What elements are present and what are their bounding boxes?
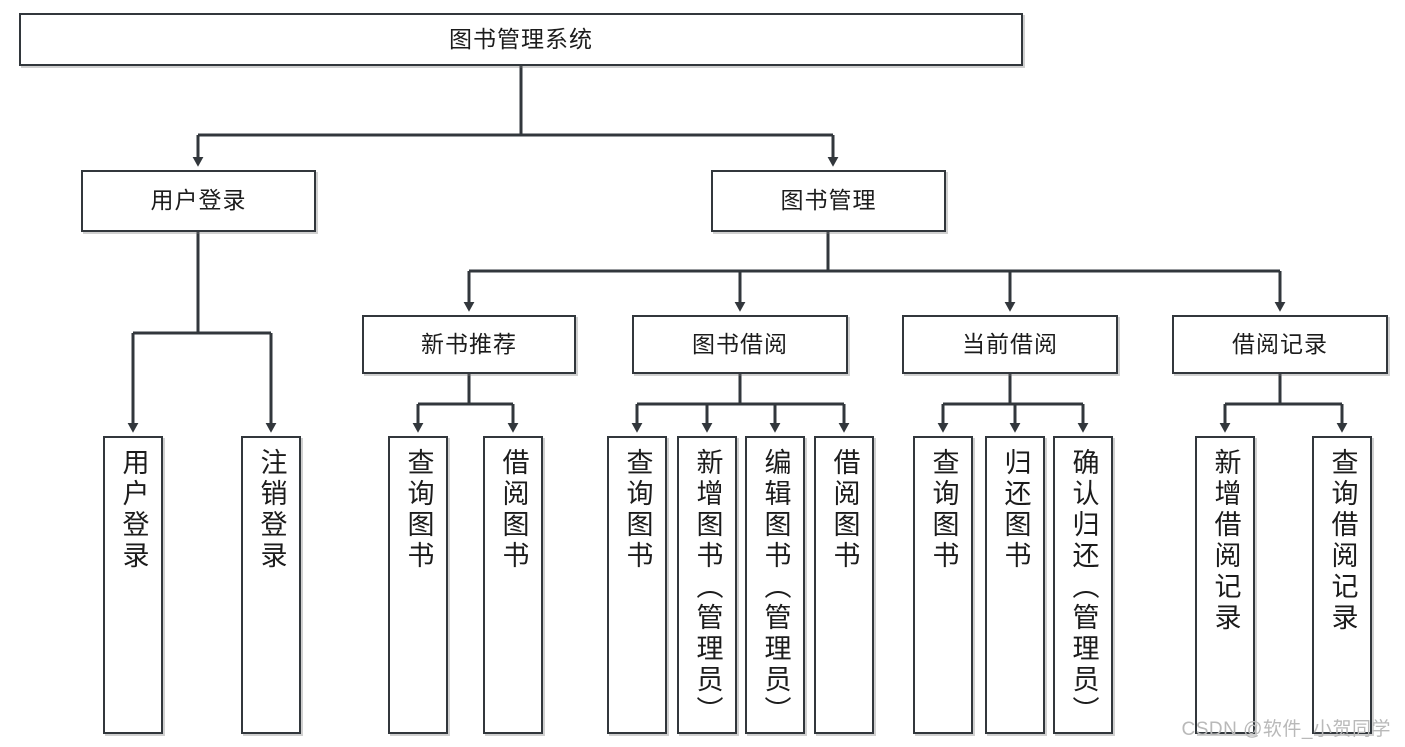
node-book-borrow[interactable]: 图书借阅 — [632, 315, 848, 374]
leaf-logout[interactable]: 注销登录 — [241, 436, 301, 734]
leaf-query-book-current-label: 查询图书 — [928, 448, 959, 572]
leaf-query-book-newbook[interactable]: 查询图书 — [388, 436, 448, 734]
leaf-edit-book-admin[interactable]: 编辑图书（管理员） — [745, 436, 805, 734]
node-book-management-label: 图书管理 — [780, 187, 877, 214]
leaf-lend-book-label: 借阅图书 — [829, 448, 860, 572]
leaf-query-borrow-record[interactable]: 查询借阅记录 — [1312, 436, 1372, 734]
leaf-add-borrow-record-label: 新增借阅记录 — [1210, 448, 1241, 634]
leaf-query-book-borrow-label: 查询图书 — [622, 448, 653, 572]
node-current-borrow-label: 当前借阅 — [962, 330, 1058, 357]
leaf-return-book[interactable]: 归还图书 — [985, 436, 1045, 734]
watermark: CSDN @软件_小贺同学 — [1181, 719, 1391, 740]
leaf-query-borrow-record-label: 查询借阅记录 — [1327, 448, 1358, 634]
leaf-logout-label: 注销登录 — [256, 448, 287, 572]
node-user-login[interactable]: 用户登录 — [81, 170, 316, 232]
leaf-borrow-book-newbook-label: 借阅图书 — [498, 448, 529, 572]
node-book-borrow-label: 图书借阅 — [692, 330, 788, 357]
node-current-borrow[interactable]: 当前借阅 — [902, 315, 1118, 374]
leaf-borrow-book-newbook[interactable]: 借阅图书 — [483, 436, 543, 734]
leaf-return-book-label: 归还图书 — [1000, 448, 1031, 572]
leaf-add-book-admin-label: 新增图书（管理员） — [692, 448, 723, 727]
node-borrow-record-label: 借阅记录 — [1232, 330, 1328, 357]
node-root-label: 图书管理系统 — [449, 25, 593, 52]
node-book-management[interactable]: 图书管理 — [711, 170, 946, 232]
node-new-book-recommend[interactable]: 新书推荐 — [362, 315, 576, 374]
node-root[interactable]: 图书管理系统 — [19, 13, 1023, 66]
leaf-user-login-label: 用户登录 — [118, 448, 149, 572]
leaf-lend-book[interactable]: 借阅图书 — [814, 436, 874, 734]
leaf-query-book-borrow[interactable]: 查询图书 — [607, 436, 667, 734]
node-user-login-label: 用户登录 — [150, 187, 247, 214]
leaf-query-book-current[interactable]: 查询图书 — [913, 436, 973, 734]
node-borrow-record[interactable]: 借阅记录 — [1172, 315, 1388, 374]
leaf-confirm-return-admin[interactable]: 确认归还（管理员） — [1053, 436, 1113, 734]
node-new-book-recommend-label: 新书推荐 — [421, 330, 517, 357]
leaf-confirm-return-admin-label: 确认归还（管理员） — [1068, 448, 1099, 727]
leaf-add-borrow-record[interactable]: 新增借阅记录 — [1195, 436, 1255, 734]
leaf-add-book-admin[interactable]: 新增图书（管理员） — [677, 436, 737, 734]
leaf-query-book-newbook-label: 查询图书 — [403, 448, 434, 572]
leaf-edit-book-admin-label: 编辑图书（管理员） — [760, 448, 791, 727]
leaf-user-login[interactable]: 用户登录 — [103, 436, 163, 734]
